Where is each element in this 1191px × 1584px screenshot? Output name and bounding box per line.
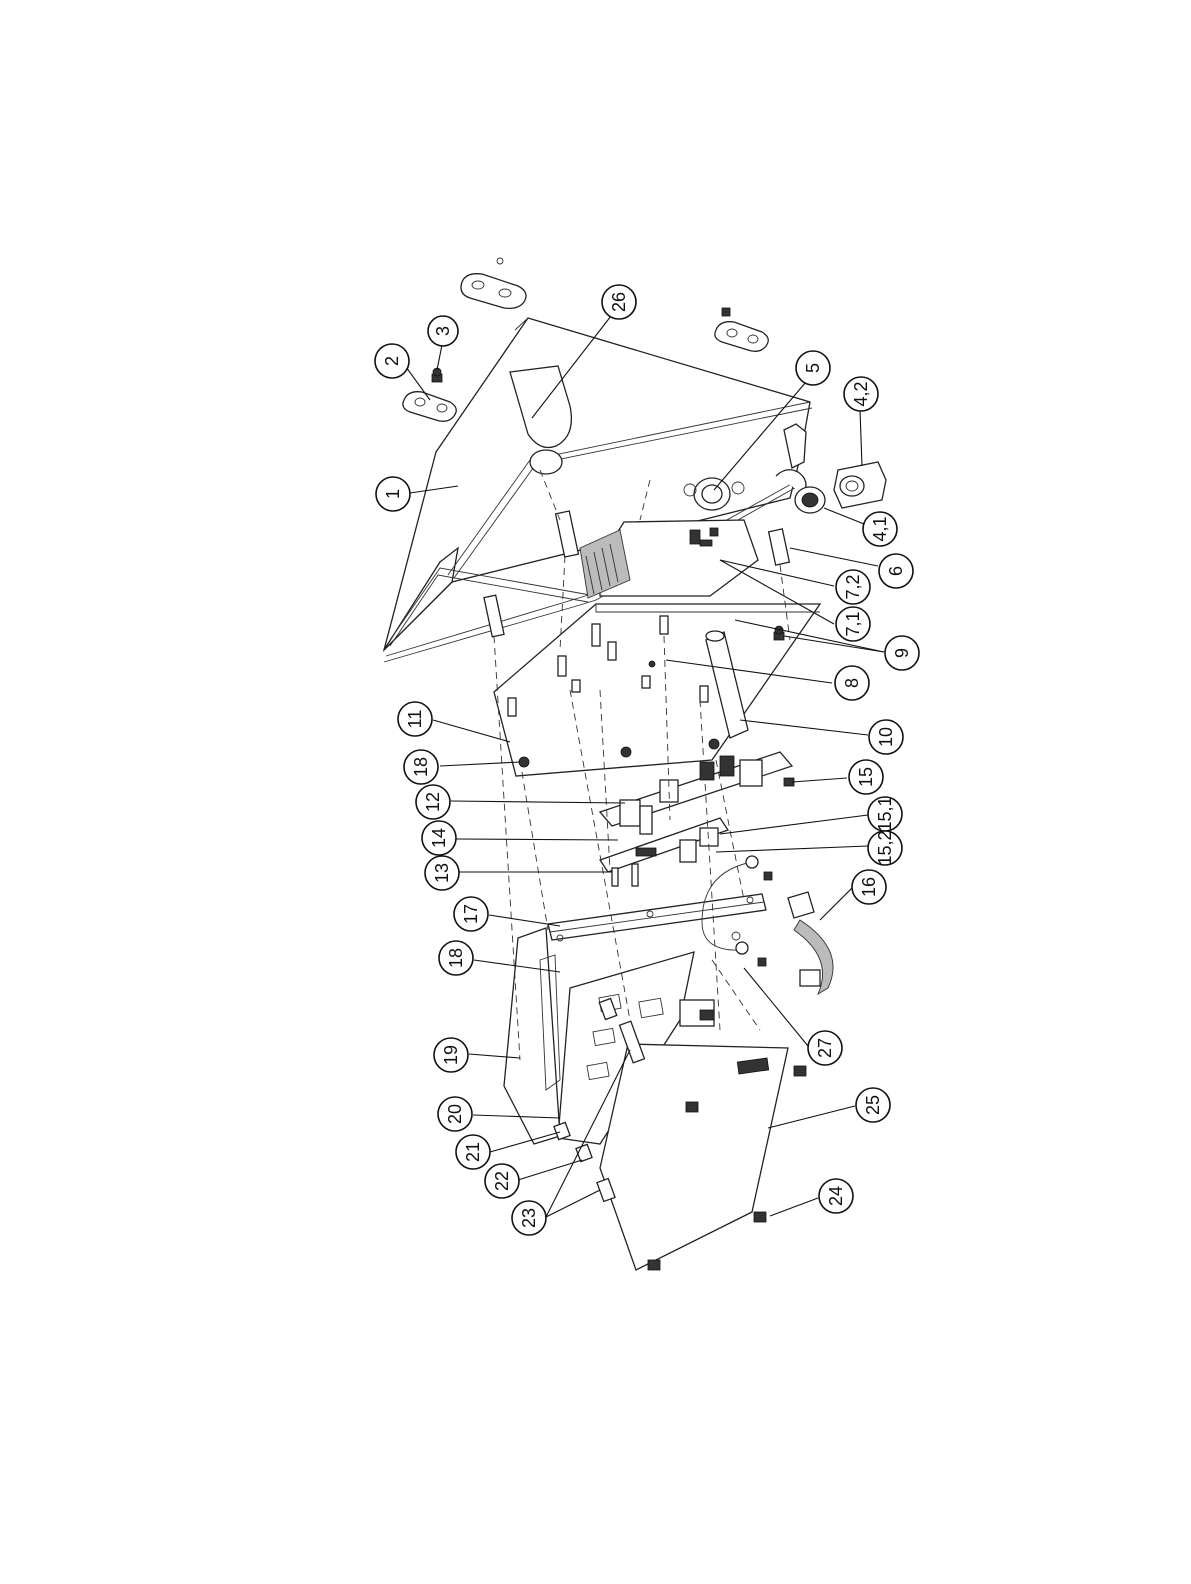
svg-text:20: 20 — [445, 1104, 465, 1124]
svg-text:4,2: 4,2 — [851, 381, 871, 406]
screw-9 — [774, 626, 784, 640]
svg-text:24: 24 — [826, 1186, 846, 1206]
callout-7-2: 7,2 — [836, 570, 870, 604]
callout-10: 10 — [869, 720, 903, 754]
hinge-17 — [548, 894, 766, 941]
svg-text:17: 17 — [461, 904, 481, 924]
callout-19: 19 — [434, 1038, 468, 1072]
callout-18-upper: 18 — [404, 750, 438, 784]
mounting-bracket-right — [715, 308, 768, 351]
callout-15: 15 — [849, 760, 883, 794]
svg-text:21: 21 — [463, 1142, 483, 1162]
callout-3: 3 — [428, 316, 458, 346]
svg-text:25: 25 — [863, 1095, 883, 1115]
callout-27: 27 — [808, 1031, 842, 1065]
ribbon-cable-16 — [788, 892, 833, 994]
svg-text:15,1: 15,1 — [875, 796, 895, 831]
svg-text:18: 18 — [446, 948, 466, 968]
svg-text:5: 5 — [803, 363, 823, 373]
screw-3 — [432, 368, 442, 382]
callout-20: 20 — [438, 1097, 472, 1131]
callout-6: 6 — [879, 554, 913, 588]
svg-text:26: 26 — [609, 292, 629, 312]
mounting-bracket-top — [461, 258, 526, 308]
callout-24: 24 — [819, 1179, 853, 1213]
svg-text:10: 10 — [876, 727, 896, 747]
mounting-bracket-left — [403, 392, 456, 422]
svg-text:9: 9 — [892, 648, 912, 658]
callout-2: 2 — [375, 344, 409, 378]
door-frame-19 — [504, 928, 560, 1144]
callout-12: 12 — [416, 785, 450, 819]
callout-18-lower: 18 — [439, 941, 473, 975]
callout-21: 21 — [456, 1135, 490, 1169]
svg-text:27: 27 — [815, 1038, 835, 1058]
callout-11: 11 — [398, 702, 432, 736]
callout-13: 13 — [425, 856, 459, 890]
callout-14: 14 — [422, 821, 456, 855]
svg-text:16: 16 — [859, 877, 879, 897]
callout-25: 25 — [856, 1088, 890, 1122]
callout-9: 9 — [885, 636, 919, 670]
cable-gland-4-2 — [834, 462, 886, 508]
svg-text:2: 2 — [382, 356, 402, 366]
cable-gland-4-1 — [795, 487, 825, 513]
callout-22: 22 — [485, 1164, 519, 1198]
svg-text:1: 1 — [383, 489, 403, 499]
svg-text:19: 19 — [441, 1045, 461, 1065]
callout-7-1: 7,1 — [836, 607, 870, 641]
svg-text:15: 15 — [856, 767, 876, 787]
callout-15-2: 15,2 — [868, 830, 902, 865]
callout-5: 5 — [796, 351, 830, 385]
mounting-plate — [494, 604, 820, 776]
svg-text:3: 3 — [433, 326, 453, 336]
callout-4-2: 4,2 — [844, 377, 878, 411]
svg-text:7,2: 7,2 — [843, 574, 863, 599]
svg-text:13: 13 — [432, 863, 452, 883]
callout-4-1: 4,1 — [863, 512, 897, 546]
svg-text:12: 12 — [423, 792, 443, 812]
callout-16: 16 — [852, 870, 886, 904]
svg-text:11: 11 — [405, 710, 425, 729]
svg-text:4,1: 4,1 — [870, 516, 890, 541]
callout-15-1: 15,1 — [868, 796, 902, 831]
callout-26: 26 — [602, 285, 636, 319]
callout-8: 8 — [835, 666, 869, 700]
svg-text:22: 22 — [492, 1171, 512, 1191]
svg-text:15,2: 15,2 — [875, 830, 895, 865]
svg-text:8: 8 — [842, 678, 862, 688]
svg-text:18: 18 — [411, 757, 431, 777]
callout-1: 1 — [376, 477, 410, 511]
callout-23: 23 — [512, 1201, 546, 1235]
svg-text:6: 6 — [886, 566, 906, 576]
svg-text:14: 14 — [429, 828, 449, 848]
svg-text:23: 23 — [519, 1208, 539, 1228]
callout-17: 17 — [454, 897, 488, 931]
svg-text:7,1: 7,1 — [843, 611, 863, 636]
